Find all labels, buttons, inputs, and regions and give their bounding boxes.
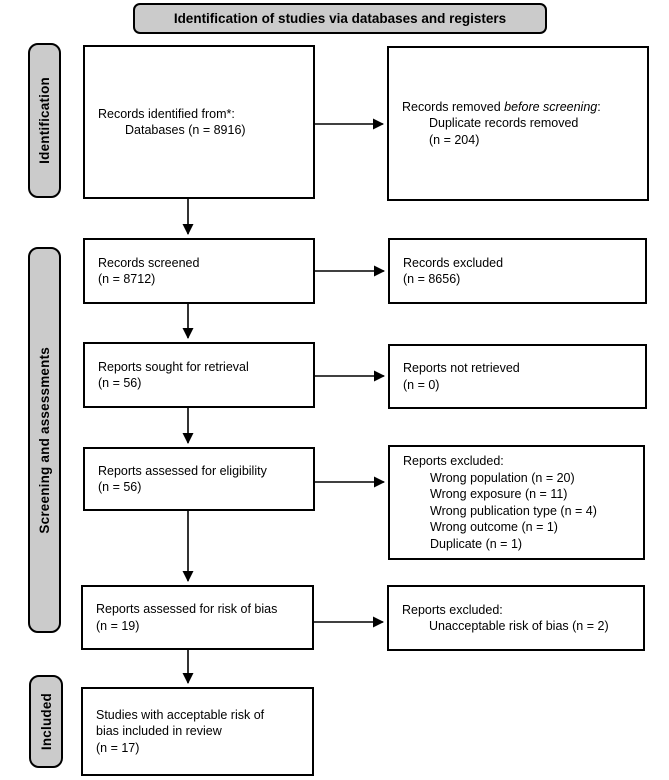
box-text-line: Duplicate records removed [429, 116, 579, 131]
box-text-line: Reports excluded: [402, 602, 503, 617]
box-text-line: (n = 56) [98, 480, 142, 494]
section-label-included: Included [29, 675, 63, 768]
box-reports-excluded-eligibility: Reports excluded: Wrong population (n = 2… [388, 445, 645, 560]
section-label-screening-text: Screening and assessments [37, 346, 52, 534]
box-text-line: Records excluded [403, 255, 504, 270]
box-text-line: (n = 56) [98, 376, 142, 390]
box-text-line: Databases (n = 8916) [125, 123, 246, 137]
box-studies-included: Studies with acceptable risk of bias incl… [81, 687, 314, 776]
box-reports-not-retrieved: Reports not retrieved (n = 0) [388, 344, 647, 409]
box-text-line: (n = 17) [96, 740, 140, 755]
box-text-line: Wrong population (n = 20) [430, 470, 575, 485]
box-text-line: Wrong publication type (n = 4) [430, 503, 597, 518]
section-label-screening: Screening and assessments [28, 247, 61, 633]
box-text-line: Records removed before screening: [402, 99, 601, 114]
box-text-line: Wrong exposure (n = 11) [430, 487, 568, 501]
box-records-identified: Records identified from*: Databases (n = … [83, 45, 315, 199]
box-text-line: Reports not retrieved [403, 361, 520, 375]
box-text-line: Reports sought for retrieval [98, 359, 249, 374]
box-text-line: Reports assessed for eligibility [98, 463, 267, 478]
section-label-identification: Identification [28, 43, 61, 198]
box-reports-assessed-eligibility: Reports assessed for eligibility (n = 56) [83, 447, 315, 511]
section-label-included-text: Included [38, 692, 54, 751]
box-records-screened: Records screened (n = 8712) [83, 238, 315, 304]
box-text-line: (n = 0) [403, 377, 440, 392]
box-reports-sought-retrieval: Reports sought for retrieval (n = 56) [83, 342, 315, 408]
box-text-line: Duplicate (n = 1) [430, 536, 523, 551]
box-text-line: Records screened [98, 255, 200, 270]
box-reports-excluded-risk-of-bias: Reports excluded: Unacceptable risk of bi… [387, 585, 645, 651]
box-text-line: (n = 8656) [403, 272, 461, 286]
box-text-line: (n = 8712) [98, 272, 156, 286]
box-records-excluded: Records excluded (n = 8656) [388, 238, 647, 304]
box-text-line: Studies with acceptable risk of [96, 707, 265, 722]
header-title: Identification of studies via databases … [173, 11, 507, 26]
box-text-line: bias included in review [96, 724, 222, 739]
section-label-identification-text: Identification [37, 77, 52, 164]
box-text-line: Wrong outcome (n = 1) [430, 520, 558, 534]
header-banner: Identification of studies via databases … [133, 3, 547, 34]
box-text-line: Reports assessed for risk of bias [96, 602, 278, 616]
box-reports-assessed-risk-of-bias: Reports assessed for risk of bias (n = 19… [81, 585, 314, 650]
box-text-line: Unacceptable risk of bias (n = 2) [429, 619, 609, 633]
box-text-line: (n = 204) [429, 132, 480, 147]
box-text-line: Records identified from*: [98, 106, 235, 121]
box-text-line: Reports excluded: [403, 454, 504, 468]
box-records-removed-before-screening: Records removed before screening: Duplica… [387, 46, 649, 201]
box-text-line: (n = 19) [96, 618, 140, 633]
